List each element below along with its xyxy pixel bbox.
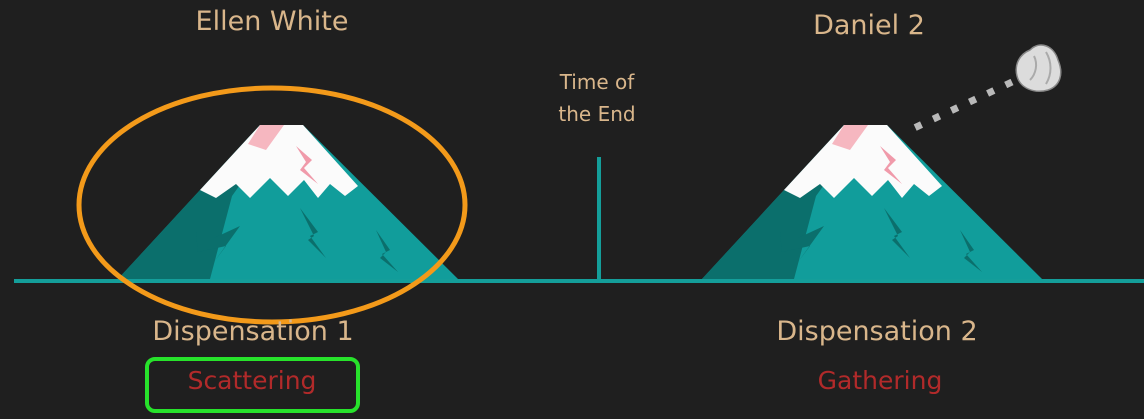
scattering-label: Scattering — [187, 366, 317, 395]
dispensation-2-label: Dispensation 2 — [776, 316, 978, 347]
dispensation-1-label: Dispensation 1 — [152, 316, 354, 347]
time-of-end-line1: Time of — [559, 70, 635, 94]
left-period-title: Ellen White — [195, 6, 349, 37]
highlight-box — [145, 357, 360, 413]
highlight-ellipse — [76, 85, 468, 325]
time-of-end-label: Time of the End — [558, 66, 635, 130]
stone-trajectory-dotted-line — [908, 78, 1014, 134]
gathering-label: Gathering — [817, 366, 943, 395]
mountain-left-icon — [118, 125, 458, 279]
stone-icon — [1015, 44, 1062, 92]
right-period-title: Daniel 2 — [813, 10, 925, 41]
time-of-end-line2: the End — [558, 102, 636, 126]
mountain-right-icon — [702, 125, 1042, 279]
